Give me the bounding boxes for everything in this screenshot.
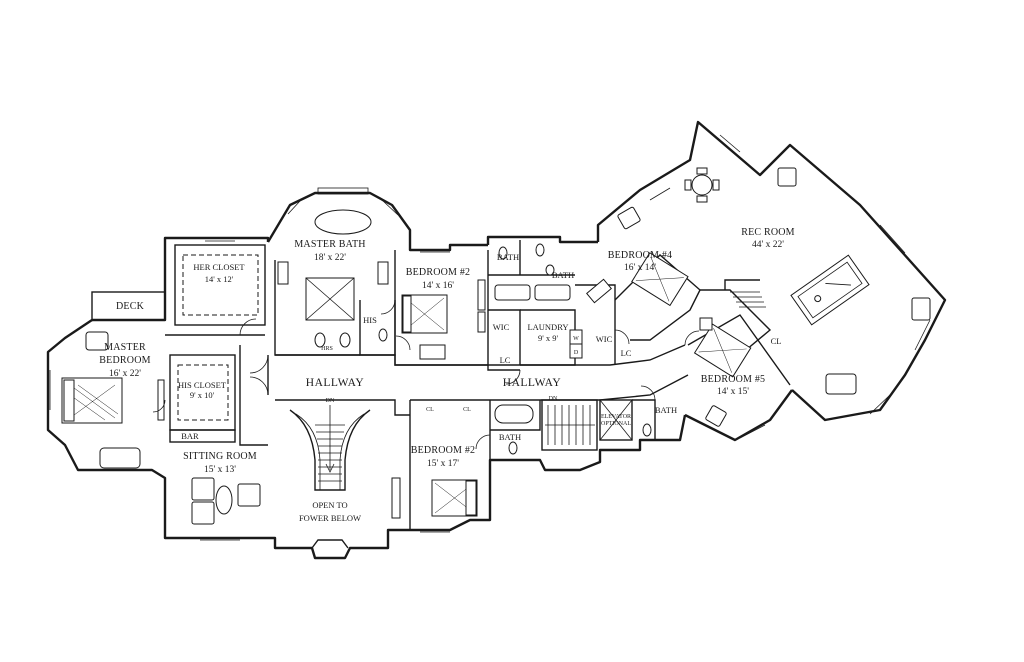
- bedroom-upper-label: BEDROOM #2: [406, 267, 471, 278]
- her-closet-label: HER CLOSET: [193, 262, 245, 272]
- his-closet-size: 9' x 10': [190, 390, 215, 400]
- bedroom-upper-size: 14' x 16': [422, 281, 454, 291]
- room-labels: MASTER BEDROOM 16' x 22' HER CLOSET 14' …: [99, 227, 794, 523]
- bath-b-label: BATH: [552, 270, 574, 280]
- rec-room-label: REC ROOM: [741, 227, 795, 238]
- deck: DECK: [91, 291, 166, 321]
- dryer-label: D: [574, 350, 579, 356]
- his-label: HIS: [363, 315, 377, 325]
- laundry-size: 9' x 9': [538, 333, 559, 343]
- his-closet-label: HIS CLOSET: [178, 380, 227, 390]
- master-bedroom-label-2: BEDROOM: [99, 355, 150, 366]
- wic-b-label: WIC: [596, 334, 613, 344]
- cl-lower-1-label: CL: [426, 407, 434, 413]
- cl-lower-2-label: CL: [463, 407, 471, 413]
- bath-5-label: BATH: [655, 405, 677, 415]
- master-bedroom-size: 16' x 22': [109, 369, 141, 379]
- deck-label: DECK: [116, 301, 145, 312]
- elevator-label-1: ELEVATOR: [601, 414, 631, 420]
- master-bath-size: 18' x 22': [314, 253, 346, 263]
- bedroom-lower-size: 15' x 17': [427, 459, 459, 469]
- washer-label: W: [573, 336, 579, 342]
- lc-b-label: LC: [621, 348, 632, 358]
- sitting-room-label: SITTING ROOM: [183, 451, 257, 462]
- furniture: [61, 167, 931, 525]
- pool-table: [790, 254, 870, 326]
- bedroom-lower-label: BEDROOM #2: [411, 445, 476, 456]
- rec-room-table: [691, 174, 713, 196]
- stair-dn-label: DN: [326, 398, 335, 404]
- bath-lower-label: BATH: [499, 432, 521, 442]
- stair-dn-right-label: DN: [549, 396, 558, 402]
- elevator-label-2: OPTIONAL: [601, 421, 631, 427]
- bedroom-4-label: BEDROOM #4: [608, 250, 673, 261]
- open-to-below-1: OPEN TO: [312, 500, 347, 510]
- secondary-staircase: DN: [545, 291, 766, 445]
- bathtub-oval: [314, 209, 372, 235]
- laundry-label: LAUNDRY: [527, 322, 568, 332]
- hallway-left-label: HALLWAY: [306, 377, 365, 389]
- elevator: ELEVATOR OPTIONAL: [599, 399, 633, 441]
- bar-label: BAR: [181, 431, 199, 441]
- wic-a-label: WIC: [493, 322, 510, 332]
- her-closet-size: 14' x 12': [205, 274, 234, 284]
- lc-a-label: LC: [500, 355, 511, 365]
- hers-label: HRS: [321, 346, 333, 352]
- cl-5-label: CL: [771, 336, 782, 346]
- hallway-right-label: HALLWAY: [503, 377, 562, 389]
- windows: [49, 134, 931, 541]
- rec-room-size: 44' x 22': [752, 240, 784, 250]
- exterior-walls: [46, 120, 947, 560]
- master-bedroom-label-1: MASTER: [104, 342, 146, 353]
- fixtures: W D: [277, 187, 652, 455]
- bedroom-5-size: 14' x 15': [717, 387, 749, 397]
- bath-a-label: BATH: [497, 252, 519, 262]
- bedroom-5-label: BEDROOM #5: [701, 374, 766, 385]
- door-swings: [152, 299, 700, 450]
- bedroom-4-size: 16' x 14': [624, 263, 656, 273]
- main-staircase: DN: [289, 398, 371, 549]
- open-to-below-2: FOWER BELOW: [299, 513, 361, 523]
- sitting-room-size: 15' x 13': [204, 465, 236, 475]
- master-bath-label: MASTER BATH: [294, 239, 365, 250]
